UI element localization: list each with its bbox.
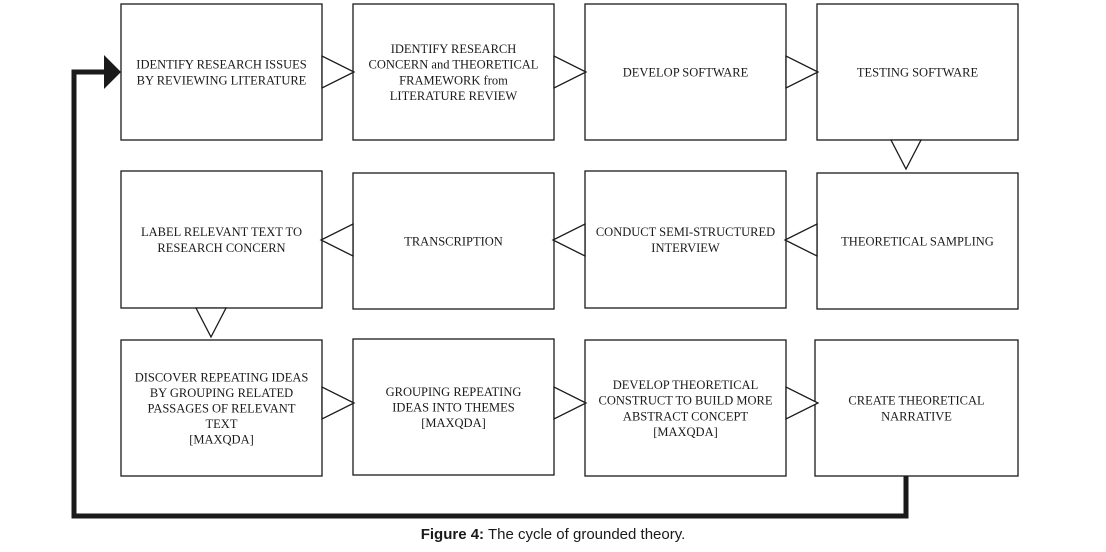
- box-label-line: IDENTIFY RESEARCH ISSUES: [136, 58, 306, 72]
- box-label-line: CONCERN and THEORETICAL: [369, 58, 539, 72]
- box-label-line: THEORETICAL SAMPLING: [841, 235, 994, 249]
- box-label-line: CREATE THEORETICAL: [848, 394, 984, 408]
- box-border: [352, 3, 555, 141]
- box-label-line: CONSTRUCT TO BUILD MORE: [599, 394, 773, 408]
- flow-arrow-right: [553, 385, 588, 421]
- process-box-transcription: TRANSCRIPTION: [352, 172, 555, 310]
- box-label-line: TEXT: [206, 417, 238, 431]
- box-border: [584, 170, 787, 309]
- figure-caption-label: Figure 4:: [420, 526, 485, 543]
- box-label-line: DISCOVER REPEATING IDEAS: [135, 370, 309, 384]
- process-box-discover-repeating-ideas: DISCOVER REPEATING IDEAS BY GROUPING RELA…: [120, 339, 323, 477]
- box-border: [120, 170, 323, 309]
- box-label-line: GROUPING REPEATING: [386, 385, 522, 399]
- box-label-line: TRANSCRIPTION: [404, 235, 503, 249]
- box-border: [584, 3, 787, 141]
- flow-arrow-right: [553, 54, 588, 90]
- box-label-line: FRAMEWORK from: [399, 73, 508, 87]
- box-label-line: LABEL RELEVANT TEXT TO: [141, 225, 302, 239]
- box-border: [816, 3, 1019, 141]
- flow-arrow-left: [783, 222, 818, 258]
- box-label-line: IDENTIFY RESEARCH: [391, 42, 517, 56]
- figure-caption-text: The cycle of grounded theory.: [484, 526, 686, 543]
- flow-arrow-right: [785, 385, 820, 421]
- flow-arrow-down: [194, 307, 228, 339]
- box-label-line: [MAXQDA]: [653, 425, 718, 439]
- box-border: [352, 172, 555, 310]
- box-label-line: CONDUCT SEMI-STRUCTURED: [596, 225, 775, 239]
- box-label-line: PASSAGES OF RELEVANT: [148, 402, 296, 416]
- process-box-theoretical-sampling: THEORETICAL SAMPLING: [816, 172, 1019, 310]
- box-label-line: DEVELOP SOFTWARE: [623, 66, 749, 80]
- process-box-testing-software: TESTING SOFTWARE: [816, 3, 1019, 141]
- flow-arrow-right: [321, 54, 356, 90]
- box-border: [814, 339, 1019, 477]
- box-border: [584, 339, 787, 477]
- box-label-line: BY GROUPING RELATED: [150, 386, 293, 400]
- flow-arrow-left: [551, 222, 586, 258]
- process-box-identify-research-concern: IDENTIFY RESEARCH CONCERN and THEORETICAL…: [352, 3, 555, 141]
- feedback-loop-line: [71, 69, 909, 519]
- box-border: [120, 3, 323, 141]
- box-label-line: NARRATIVE: [881, 409, 952, 423]
- box-label-line: IDEAS INTO THEMES: [392, 401, 515, 415]
- flow-arrow-right: [785, 54, 820, 90]
- feedback-loop-arrowhead: [104, 55, 121, 89]
- process-box-develop-software: DEVELOP SOFTWARE: [584, 3, 787, 141]
- box-label-line: [MAXQDA]: [421, 416, 486, 430]
- process-box-label-relevant-text: LABEL RELEVANT TEXT TO RESEARCH CONCERN: [120, 170, 323, 309]
- box-label-line: BY REVIEWING LITERATURE: [137, 73, 307, 87]
- flow-arrow-right: [321, 385, 356, 421]
- box-label-line: INTERVIEW: [651, 241, 720, 255]
- flow-arrow-down: [889, 139, 923, 171]
- process-box-develop-theoretical-construct: DEVELOP THEORETICAL CONSTRUCT TO BUILD MO…: [584, 339, 787, 477]
- process-box-conduct-interview: CONDUCT SEMI-STRUCTURED INTERVIEW: [584, 170, 787, 309]
- flow-arrow-left: [319, 222, 354, 258]
- box-label-line: LITERATURE REVIEW: [390, 89, 518, 103]
- box-label-line: DEVELOP THEORETICAL: [613, 378, 758, 392]
- box-label-line: RESEARCH CONCERN: [157, 241, 285, 255]
- box-label-line: [MAXQDA]: [189, 433, 254, 447]
- figure-caption: Figure 4: The cycle of grounded theory.: [0, 526, 1106, 543]
- process-box-grouping-repeating-ideas: GROUPING REPEATING IDEAS INTO THEMES[MAXQ…: [352, 338, 555, 476]
- box-border: [352, 338, 555, 476]
- box-label-line: TESTING SOFTWARE: [857, 66, 979, 80]
- box-label-line: ABSTRACT CONCEPT: [623, 409, 749, 423]
- box-border: [816, 172, 1019, 310]
